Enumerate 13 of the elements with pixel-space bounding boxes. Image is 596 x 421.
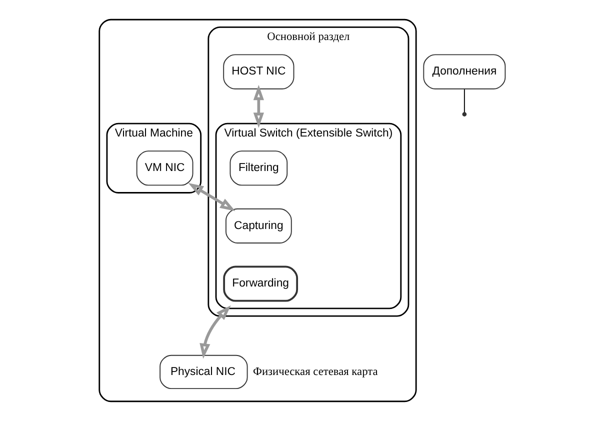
connector — [463, 88, 464, 113]
node-box: Filtering — [229, 150, 288, 186]
node-label: Физическая сетевая карта — [252, 366, 378, 378]
node-box: VM NIC — [136, 150, 193, 186]
node-box: Capturing — [225, 208, 292, 244]
node-box: Physical NIC — [159, 354, 248, 390]
node-box: Forwarding — [222, 266, 298, 302]
cluster — [98, 18, 416, 402]
arrow — [252, 84, 264, 128]
arrow — [188, 183, 235, 212]
node-box: Дополнения — [422, 54, 506, 90]
arrow — [199, 305, 230, 359]
node-box: HOST NIC — [222, 54, 294, 90]
